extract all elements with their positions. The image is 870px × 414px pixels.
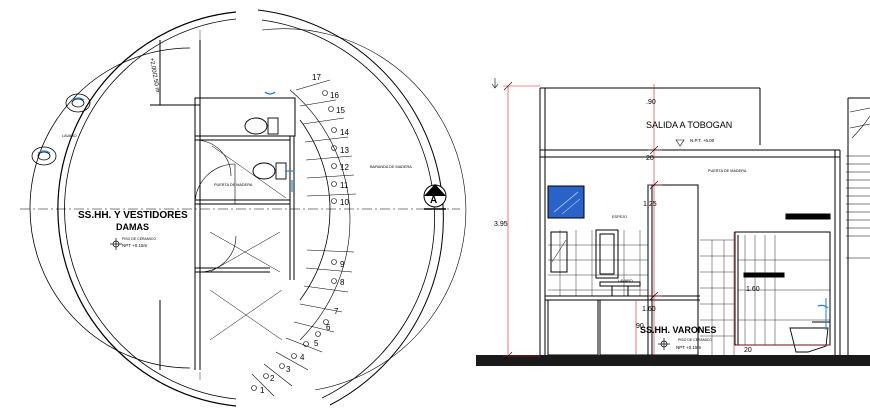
dim-125: 1.25 (643, 201, 657, 208)
step-2: 2 (270, 374, 275, 383)
dimension-ticks (503, 81, 659, 361)
elevation-floor-note: PISO DE CERAMICO (678, 338, 712, 342)
elevation-sink-label: LAVABO (618, 279, 633, 283)
plan-railing-label: BARANDA DE MADERA (370, 165, 412, 169)
step-11: 11 (340, 181, 349, 190)
elevation-npt-level: NPT +0.15m (676, 345, 702, 350)
plan-slab-label: +2.00/2.50 m (148, 57, 160, 93)
step-3: 3 (286, 365, 291, 374)
plan-npt-level: NPT +0.15m (122, 243, 148, 248)
step-9: 9 (340, 260, 345, 269)
dim-20-b: 20 (744, 347, 752, 354)
plan-title-line2: DAMAS (116, 222, 149, 232)
step-10: 10 (340, 198, 349, 207)
level-marker-icon (491, 78, 499, 89)
elevation-title: SALIDA A TOBOGAN (646, 120, 732, 130)
step-4: 4 (300, 353, 305, 362)
fixture-accent-icon (37, 91, 293, 192)
ground-slab (476, 355, 870, 366)
npt-marker-icon (658, 338, 670, 350)
floor-plan (20, 9, 467, 407)
npt-marker-icon (110, 238, 122, 250)
elevation (539, 87, 870, 356)
plan-door-label: PUERTA DE MADERA (214, 183, 253, 187)
stair-numbers: 17 16 15 14 13 12 11 10 9 8 7 6 5 4 3 2 … (260, 73, 349, 395)
step-5: 5 (314, 339, 319, 348)
stair-nodes (251, 90, 337, 391)
plan-labels: SS.HH. Y VESTIDORES DAMAS PISO DE CERAMI… (62, 57, 412, 248)
elevation-labels: SALIDA A TOBOGAN N.P.T. +6.00 SS.HH. VAR… (494, 99, 760, 354)
step-1: 1 (260, 386, 265, 395)
plan-sink-label: LAVABO (62, 134, 77, 138)
section-marker-icon: A (423, 184, 447, 210)
step-15: 15 (336, 106, 345, 115)
dim-160-b: 1.60 (746, 286, 760, 293)
plan-floor-note: PISO DE CERAMICO (122, 237, 156, 241)
toilet-side-icon (789, 321, 831, 353)
step-6: 6 (326, 323, 331, 332)
step-17: 17 (312, 73, 321, 82)
dim-90: 90 (636, 323, 644, 330)
elevation-room-label: SS.HH. VARONES (640, 325, 716, 335)
step-8: 8 (340, 278, 345, 287)
fixture-accent-icon (817, 304, 829, 309)
sink-icon (31, 93, 91, 166)
toilet-icon (252, 162, 287, 180)
step-16: 16 (330, 91, 339, 100)
dim-top: .90 (646, 99, 656, 106)
step-12: 12 (340, 163, 349, 172)
level-marker-icon (675, 139, 685, 147)
section-marker-letter: A (430, 195, 437, 206)
toilet-icon (244, 117, 279, 135)
elevation-mirror-label: ESPEJO (612, 215, 627, 219)
dimension-lines (503, 84, 830, 357)
dim-20-a: 20 (646, 155, 654, 162)
elevation-door-label: PUERTA DE MADERA (708, 169, 747, 173)
step-14: 14 (340, 128, 349, 137)
dim-160-a: 1.60 (642, 306, 656, 313)
step-13: 13 (340, 146, 349, 155)
window-icon (547, 185, 585, 219)
plan-title-line1: SS.HH. Y VESTIDORES (78, 210, 188, 221)
elevation-top-level: N.P.T. +6.00 (690, 138, 715, 143)
dim-total: 3.95 (494, 221, 508, 228)
step-7: 7 (334, 307, 339, 316)
